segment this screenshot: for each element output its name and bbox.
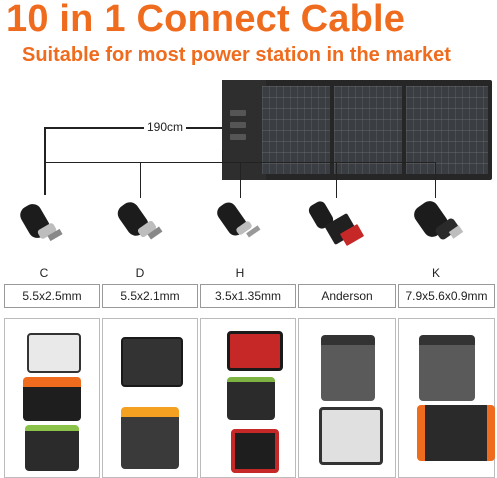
cable-wire [336,162,337,198]
anderson-plug-icon [308,201,364,246]
cable-wire [222,150,223,162]
power-station-image [227,377,275,420]
power-station-image [321,335,375,401]
dc-plug-icon [117,202,163,240]
panel-control-box [222,80,266,180]
usb-port-icon [230,122,246,128]
solar-panel [222,80,492,180]
dc-plug-icon [20,204,63,242]
cable-wire [44,127,222,129]
connector-size-label: Anderson [298,284,396,308]
power-station-image [121,407,179,469]
connector-size-label: 5.5x2.5mm [4,284,100,308]
power-station-image [227,331,283,371]
usb-port-icon [230,110,246,116]
power-station-image [25,425,79,471]
page-subtitle: Suitable for most power station in the m… [22,44,451,66]
power-station-image [417,405,495,461]
cable-wire [240,162,241,198]
solar-cell [262,86,330,174]
power-station-image [121,337,183,387]
cable-wire [140,162,141,198]
usb-port-icon [230,134,246,140]
connector-letter: D [135,266,145,280]
connector-letter: C [39,266,49,280]
page-title: 10 in 1 Connect Cable [6,0,406,40]
power-station-image [231,429,279,473]
power-station-image [27,333,81,373]
cable-wire [435,162,436,198]
compatible-stations-box [4,318,100,478]
power-station-image [319,407,383,465]
power-station-image [23,377,81,421]
compatible-stations-box [102,318,198,478]
connector-size-label: 7.9x5.6x0.9mm [398,284,495,308]
solar-cell [334,86,402,174]
dc-plug-icon [414,201,464,240]
connector-size-label: 3.5x1.35mm [200,284,296,308]
connector-letter: H [235,266,245,280]
cable-wire [44,127,46,195]
compatible-stations-box [398,318,495,478]
connector-letter: K [431,266,440,280]
solar-cell [406,86,488,174]
compatible-stations-box [200,318,296,478]
cable-length-label: 190cm [144,120,187,134]
dc-plug-icon [217,202,261,238]
connector-size-label: 5.5x2.1mm [102,284,198,308]
compatible-stations-box [298,318,396,478]
power-station-image [419,335,475,401]
